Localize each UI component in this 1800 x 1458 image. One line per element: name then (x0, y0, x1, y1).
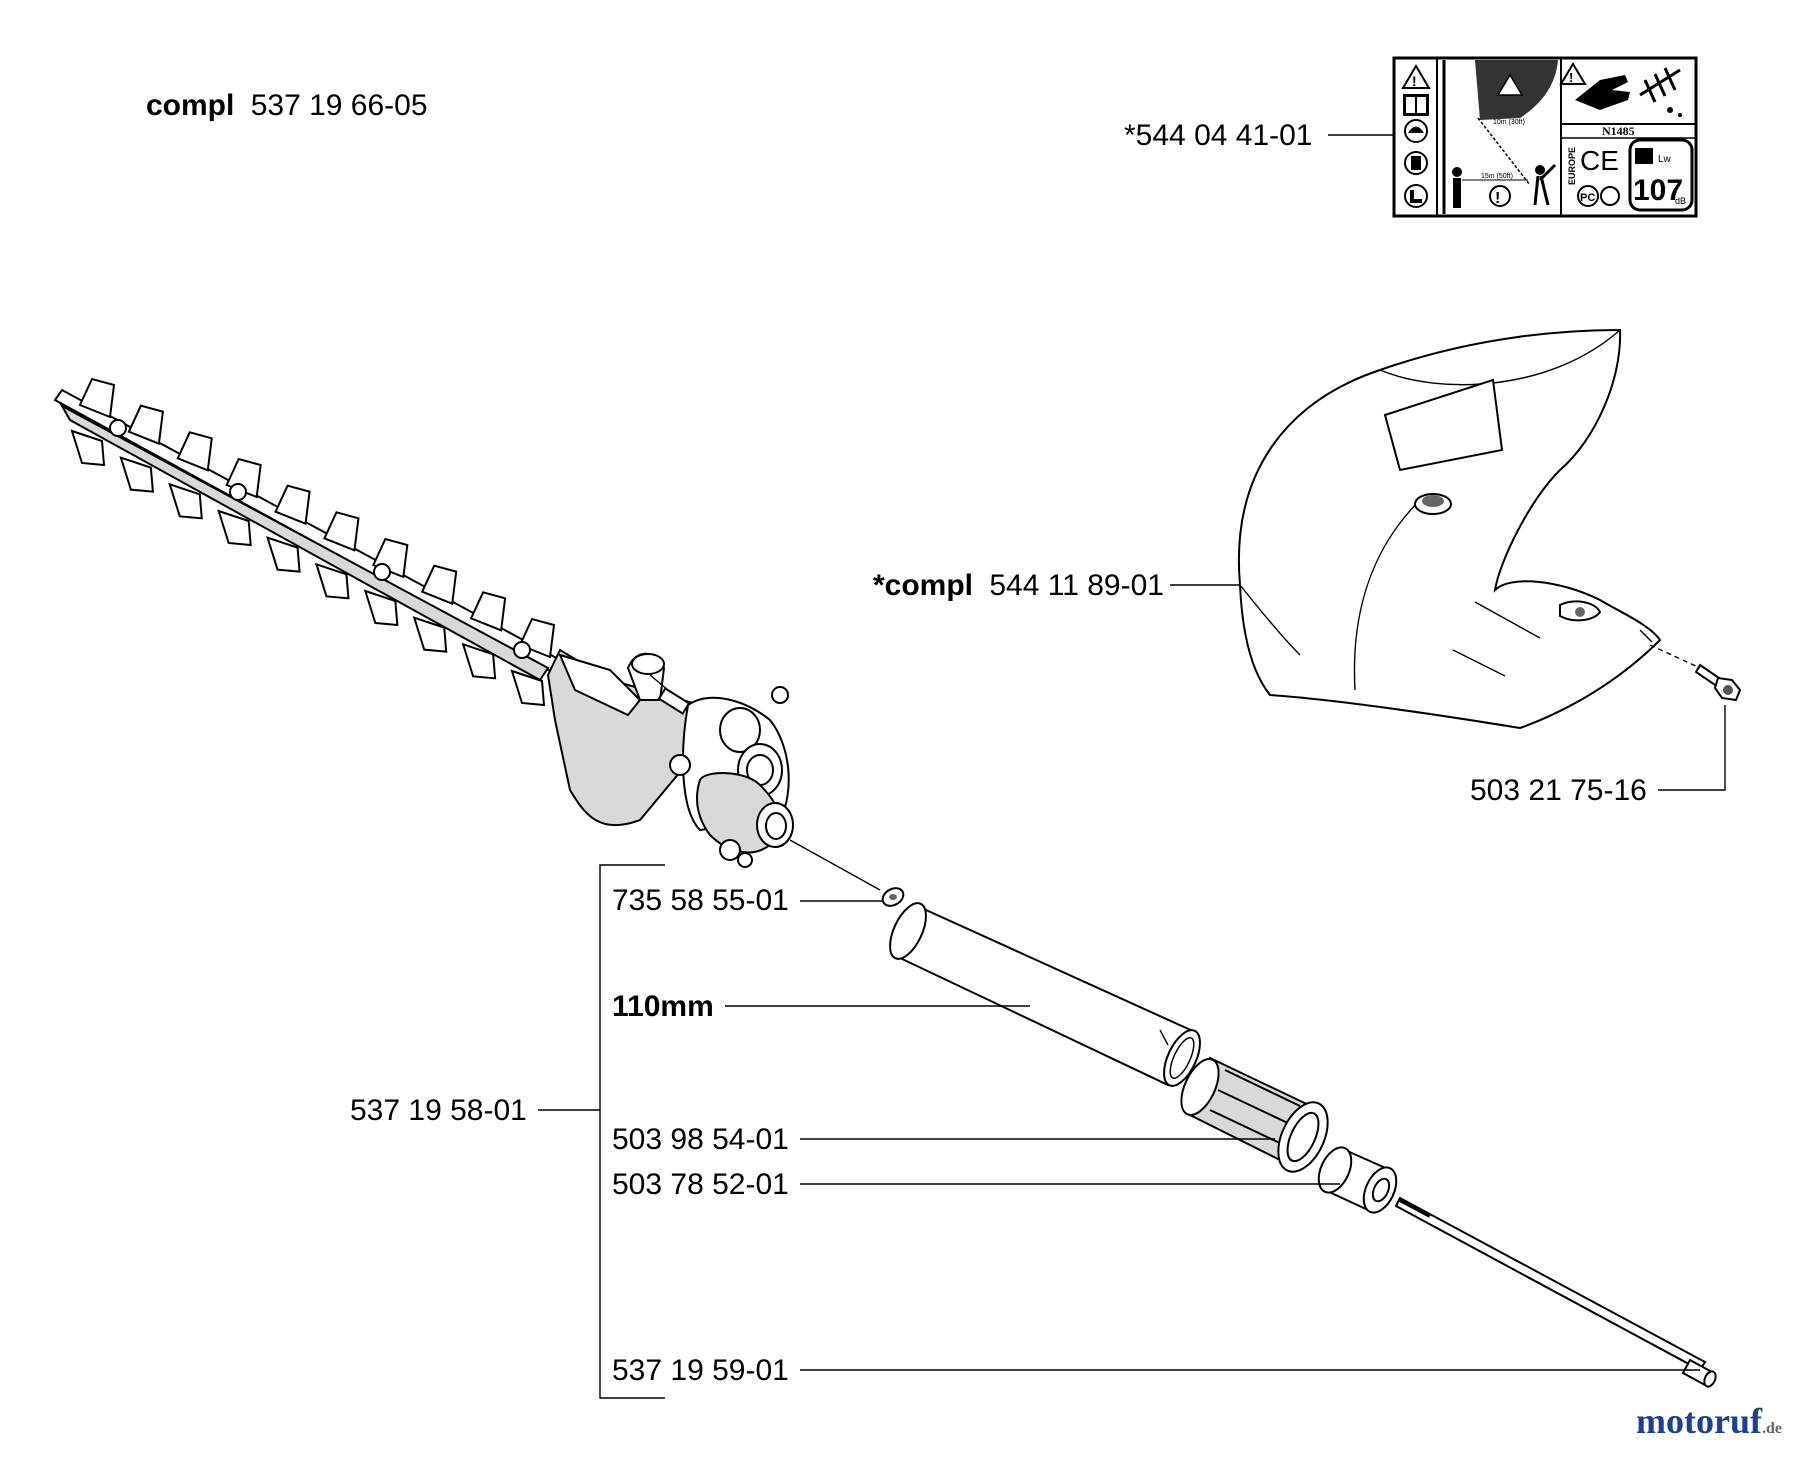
washer (881, 887, 905, 907)
blade-tooth (420, 564, 458, 606)
blade-tooth (412, 616, 448, 653)
warning-triangle-icon: ! (1401, 64, 1431, 89)
certification-marks-icon: PC (1577, 185, 1620, 207)
sound-level-badge: Lw 107 dB (1628, 138, 1694, 212)
manual-book-icon (1403, 94, 1429, 116)
decal-distance-1: 15m (50ft) (1481, 173, 1513, 180)
svg-text:!: ! (1495, 190, 1500, 207)
guard-screw (1649, 644, 1742, 702)
sound-level-value: 107 (1633, 174, 1683, 207)
power-line-hazard-icon: 10m (30ft) 15m (50ft) ! (1442, 60, 1558, 214)
ce-mark: CE (1580, 145, 1619, 176)
blade-tooth (363, 589, 399, 627)
watermark-suffix: .de (1762, 1420, 1782, 1437)
guard-number: 544 11 89-01 (989, 569, 1164, 602)
blade-guard (1237, 328, 1662, 730)
blade-tooth (127, 404, 164, 446)
bushing-label: 503 98 54-01 (612, 1123, 789, 1156)
decal-label: *544 04 41-01 (1124, 119, 1313, 152)
drive-shaft (1394, 1196, 1717, 1388)
screw-leader-line (1658, 705, 1726, 791)
guard-label: *compl 544 11 89-01 (873, 569, 1164, 602)
blade-tooth (168, 482, 203, 520)
decal-distance-2: 10m (30ft) (1493, 119, 1525, 126)
sound-unit: dB (1675, 196, 1686, 206)
blade-tooth (469, 591, 507, 632)
axis-line-1 (789, 839, 881, 891)
assembly-label: compl 537 19 66-05 (146, 89, 428, 122)
blade-tooth (323, 511, 360, 552)
blade-tooth (78, 377, 116, 419)
washer-label: 735 58 55-01 (612, 884, 789, 917)
hedge-trimmer-head (53, 377, 794, 868)
assembly-prefix: compl (146, 89, 234, 122)
shaft-assembly-bracket (599, 864, 665, 1399)
blade-tooth (119, 456, 154, 493)
sleeve-label: 503 78 52-01 (612, 1168, 789, 1201)
blade-tooth (274, 484, 311, 526)
blade-tooth (314, 562, 350, 600)
blade-teeth-upper (78, 377, 556, 659)
blade-tooth (266, 536, 301, 573)
screw-label: 503 21 75-16 (1470, 774, 1647, 807)
guard-prefix: *compl (873, 569, 973, 602)
svg-text:!: ! (1569, 70, 1573, 85)
blade-tooth (510, 669, 546, 707)
warning-decal: ! 10m (30ft) 15m (50ft) (1392, 56, 1698, 218)
sleeve (1317, 1146, 1398, 1214)
assembly-number: 537 19 66-05 (251, 89, 428, 122)
blade-tooth (70, 429, 106, 467)
blade-tooth (176, 431, 213, 472)
gloves-icon (1404, 151, 1428, 175)
watermark-brand: motoruf (1636, 1401, 1762, 1441)
blade-teeth-lower (70, 429, 546, 707)
hand-blade-hazard-icon: ! (1559, 62, 1682, 117)
svg-text:!: ! (1412, 73, 1417, 89)
tube-length-label: 110mm (612, 990, 714, 1023)
watermark-logo: motoruf.de (1636, 1400, 1782, 1442)
shaft-tube (889, 902, 1201, 1087)
shaft-assembly-label: 537 19 58-01 (350, 1094, 527, 1127)
boots-icon (1404, 184, 1428, 208)
decal-region: EUROPE (1567, 147, 1577, 185)
svg-text:PC: PC (1580, 192, 1595, 204)
helmet-icon (1404, 119, 1428, 143)
blade-tooth (217, 509, 252, 547)
drive-shaft-label: 537 19 59-01 (612, 1354, 789, 1387)
blade-tooth (461, 642, 497, 680)
bushing (1180, 1056, 1329, 1173)
decal-panel-code: N1485 (1602, 124, 1635, 138)
sound-lwa: Lw (1658, 154, 1672, 165)
